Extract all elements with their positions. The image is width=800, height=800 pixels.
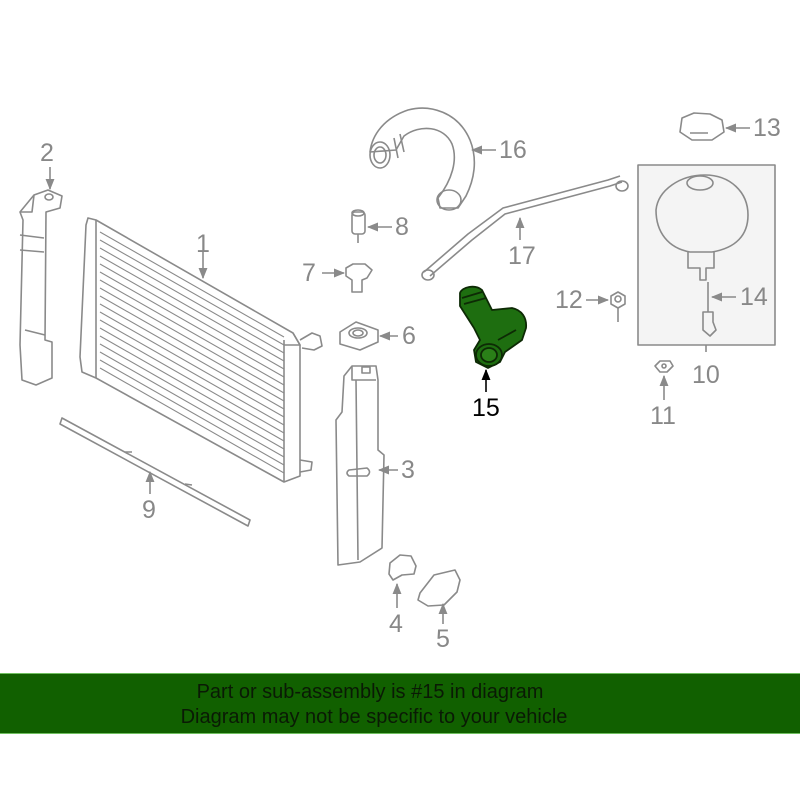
part-4-clip xyxy=(388,554,417,581)
callout-11[interactable]: 11 xyxy=(650,402,676,430)
part-13-tank-cap xyxy=(679,112,725,141)
callout-16[interactable]: 16 xyxy=(499,136,527,164)
callout-arrows xyxy=(45,123,750,624)
callout-17[interactable]: 17 xyxy=(508,242,536,270)
callout-4[interactable]: 4 xyxy=(389,610,403,638)
part-6-mount-pad xyxy=(339,321,379,351)
callout-14[interactable]: 14 xyxy=(740,283,768,311)
part-5-clip xyxy=(417,569,461,607)
part-3-right-bracket xyxy=(335,365,385,566)
part-12-bolt xyxy=(610,291,626,322)
callout-1[interactable]: 1 xyxy=(196,230,210,258)
callout-15[interactable]: 15 xyxy=(472,394,500,422)
notice-banner: Part or sub-assembly is #15 in diagram D… xyxy=(0,673,800,734)
part-9-seal-strip xyxy=(59,417,251,527)
banner-disclaimer: Diagram may not be specific to your vehi… xyxy=(180,706,568,728)
callout-12[interactable]: 12 xyxy=(555,286,583,314)
callout-9[interactable]: 9 xyxy=(142,496,156,524)
part-8-bushing xyxy=(351,209,366,243)
part-1-radiator xyxy=(79,217,323,483)
callout-6[interactable]: 6 xyxy=(402,322,416,350)
callout-5[interactable]: 5 xyxy=(436,625,450,653)
part-17-vent-line xyxy=(421,175,629,281)
callout-3[interactable]: 3 xyxy=(401,456,415,484)
banner-part-note: Part or sub-assembly is #15 in diagram xyxy=(196,681,544,703)
callout-10[interactable]: 10 xyxy=(692,361,720,389)
callout-7[interactable]: 7 xyxy=(302,259,316,287)
callout-8[interactable]: 8 xyxy=(395,213,409,241)
part-11-grommet xyxy=(654,360,674,373)
part-10-expansion-tank-box xyxy=(637,164,776,352)
part-2-left-bracket xyxy=(19,189,63,386)
callout-2[interactable]: 2 xyxy=(40,139,54,167)
part-7-retainer xyxy=(345,263,373,293)
callout-13[interactable]: 13 xyxy=(753,114,781,142)
part-16-upper-hose xyxy=(369,107,476,211)
parts-diagram xyxy=(19,107,776,624)
part-15-coolant-hose-highlighted xyxy=(459,285,527,392)
